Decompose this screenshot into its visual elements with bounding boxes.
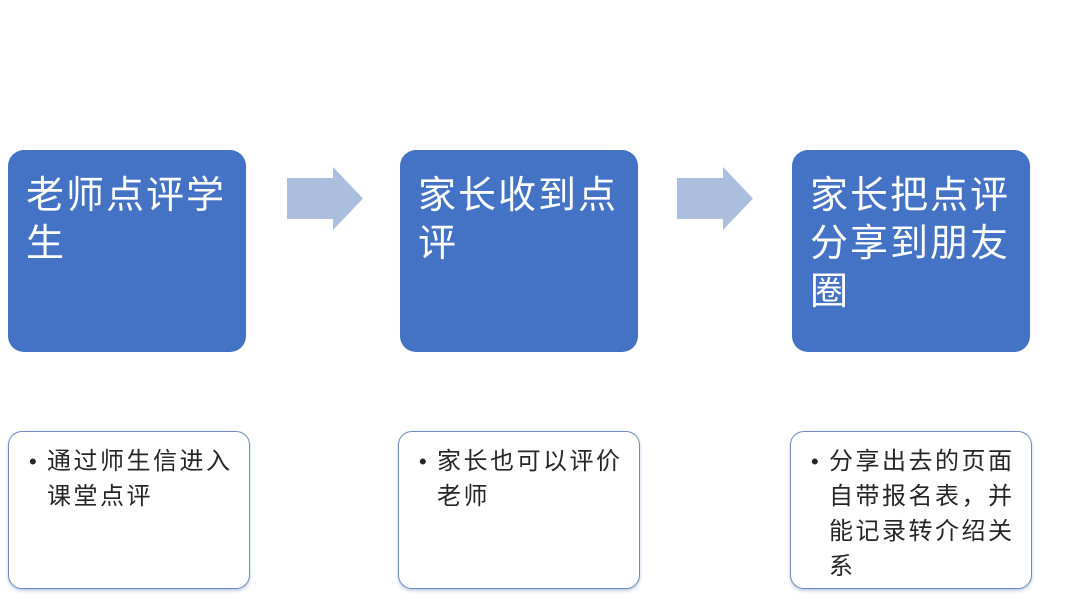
note-text-3: 分享出去的页面自带报名表，并能记录转介绍关系 xyxy=(829,448,1015,580)
note-text-2: 家长也可以评价老师 xyxy=(437,448,623,510)
step-title-2: 家长收到点评 xyxy=(418,175,619,265)
note-box-2: • 家长也可以评价老师 xyxy=(398,431,640,589)
step-title-1: 老师点评学生 xyxy=(26,175,227,265)
right-arrow-icon-1 xyxy=(287,167,363,230)
step-box-3: 家长把点评分享到朋友圈 xyxy=(792,150,1030,352)
bullet-icon: • xyxy=(811,449,819,474)
note-text-1: 通过师生信进入课堂点评 xyxy=(47,448,233,510)
step-box-1: 老师点评学生 xyxy=(8,150,246,352)
right-arrow-icon-2 xyxy=(677,167,753,230)
step-box-2: 家长收到点评 xyxy=(400,150,638,352)
bullet-icon: • xyxy=(29,449,37,474)
note-box-1: • 通过师生信进入课堂点评 xyxy=(8,431,250,589)
note-box-3: • 分享出去的页面自带报名表，并能记录转介绍关系 xyxy=(790,431,1032,589)
bullet-icon: • xyxy=(419,449,427,474)
step-title-3: 家长把点评分享到朋友圈 xyxy=(810,175,1011,313)
